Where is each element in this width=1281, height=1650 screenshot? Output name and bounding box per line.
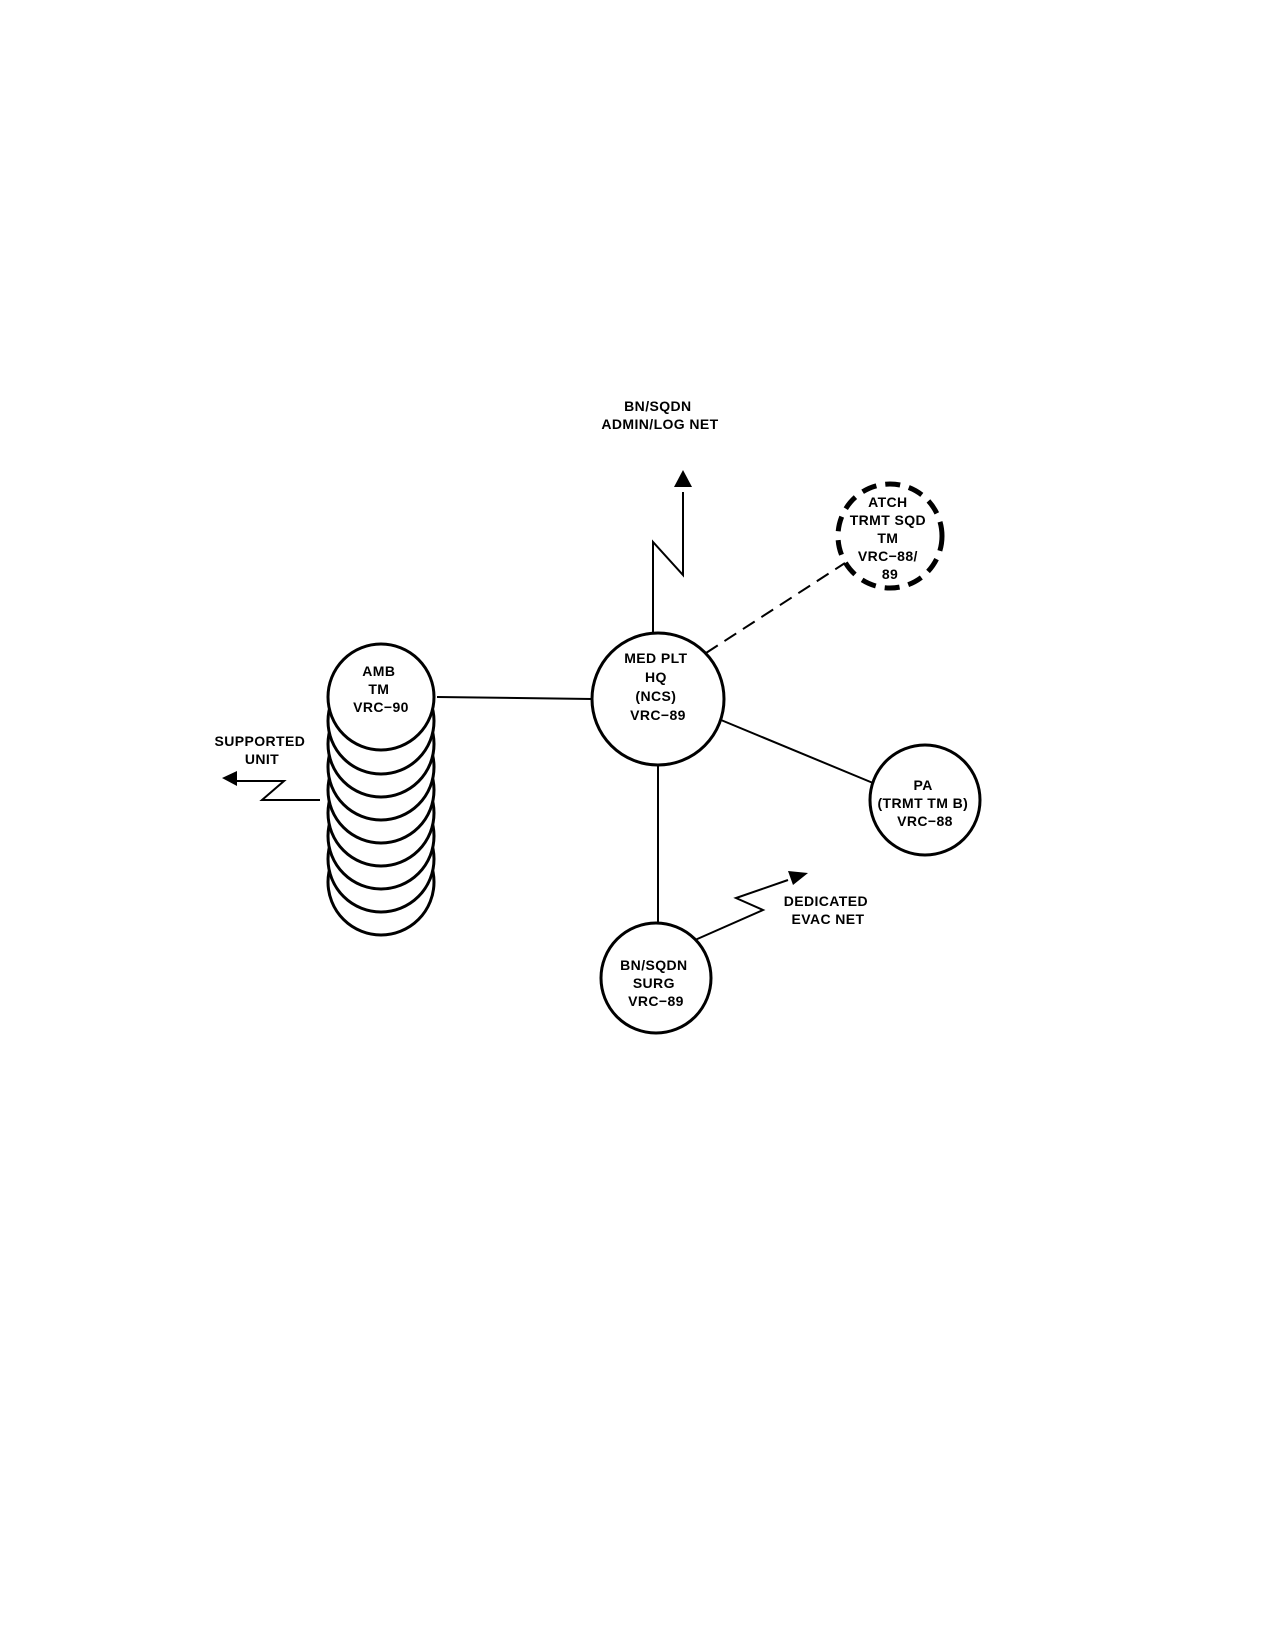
label-line: SUPPORTED [214,733,305,749]
label-line: HQ [645,669,667,685]
label-line: ATCH [868,494,907,510]
radio-link-admin-log [652,470,692,632]
med-plt-hq-label: MED PLT HQ (NCS) VRC−89 [624,650,692,723]
supported-unit-label: SUPPORTED UNIT [214,733,309,767]
label-line: UNIT [245,751,279,767]
link-hq-amb [436,696,593,700]
label-line: VRC−88/ [858,548,918,564]
amb-tm-stack [326,642,436,937]
label-line: (NCS) [635,688,676,704]
link-hq-atch-dashed [705,562,846,654]
radio-link-supported-unit [222,771,320,801]
label-line: VRC−90 [353,699,409,715]
arrowhead-right-icon [788,871,808,885]
label-line: PA [914,777,933,793]
arrowhead-left-icon [222,771,237,786]
label-line: MED PLT [624,650,687,666]
label-line: TM [368,681,389,697]
amb-tm-node-circle [326,642,436,752]
label-line: 89 [882,566,898,582]
label-line: DEDICATED [784,893,868,909]
pa-trmt-tm-b-node-circle [868,743,982,857]
arrowhead-up-icon [674,470,692,487]
radio-zigzag-evac-net [694,879,789,941]
med-plt-hq-node-circle [590,631,726,767]
label-line: EVAC NET [792,911,865,927]
label-line: TM [877,530,898,546]
label-line: VRC−89 [628,993,684,1009]
bn-sqdn-surg-node-circle [599,921,713,1035]
net-links [436,562,874,925]
dedicated-evac-net-label: DEDICATED EVAC NET [784,893,873,927]
label-line: (TRMT TM B) [877,795,968,811]
label-line: VRC−88 [897,813,953,829]
pa-trmt-tm-b-label: PA (TRMT TM B) VRC−88 [877,777,972,829]
label-line: SURG [633,975,675,991]
link-hq-pa [720,719,874,784]
radio-zigzag-supported-unit [236,780,320,801]
radio-zigzag-admin-log [652,492,684,632]
label-line: VRC−89 [630,707,686,723]
label-line: BN/SQDN [624,398,691,414]
label-line: ADMIN/LOG NET [601,416,718,432]
atch-trmt-sqd-tm-label: ATCH TRMT SQD TM VRC−88/ 89 [850,494,931,582]
radio-link-evac-net [694,871,808,941]
bn-sqdn-surg-label: BN/SQDN SURG VRC−89 [620,957,692,1009]
amb-tm-label: AMB TM VRC−90 [353,663,409,715]
label-line: AMB [362,663,395,679]
atch-trmt-sqd-tm-node-circle [835,481,945,591]
label-line: TRMT SQD [850,512,926,528]
bn-sqdn-admin-log-net-label: BN/SQDN ADMIN/LOG NET [601,398,718,432]
label-line: BN/SQDN [620,957,687,973]
